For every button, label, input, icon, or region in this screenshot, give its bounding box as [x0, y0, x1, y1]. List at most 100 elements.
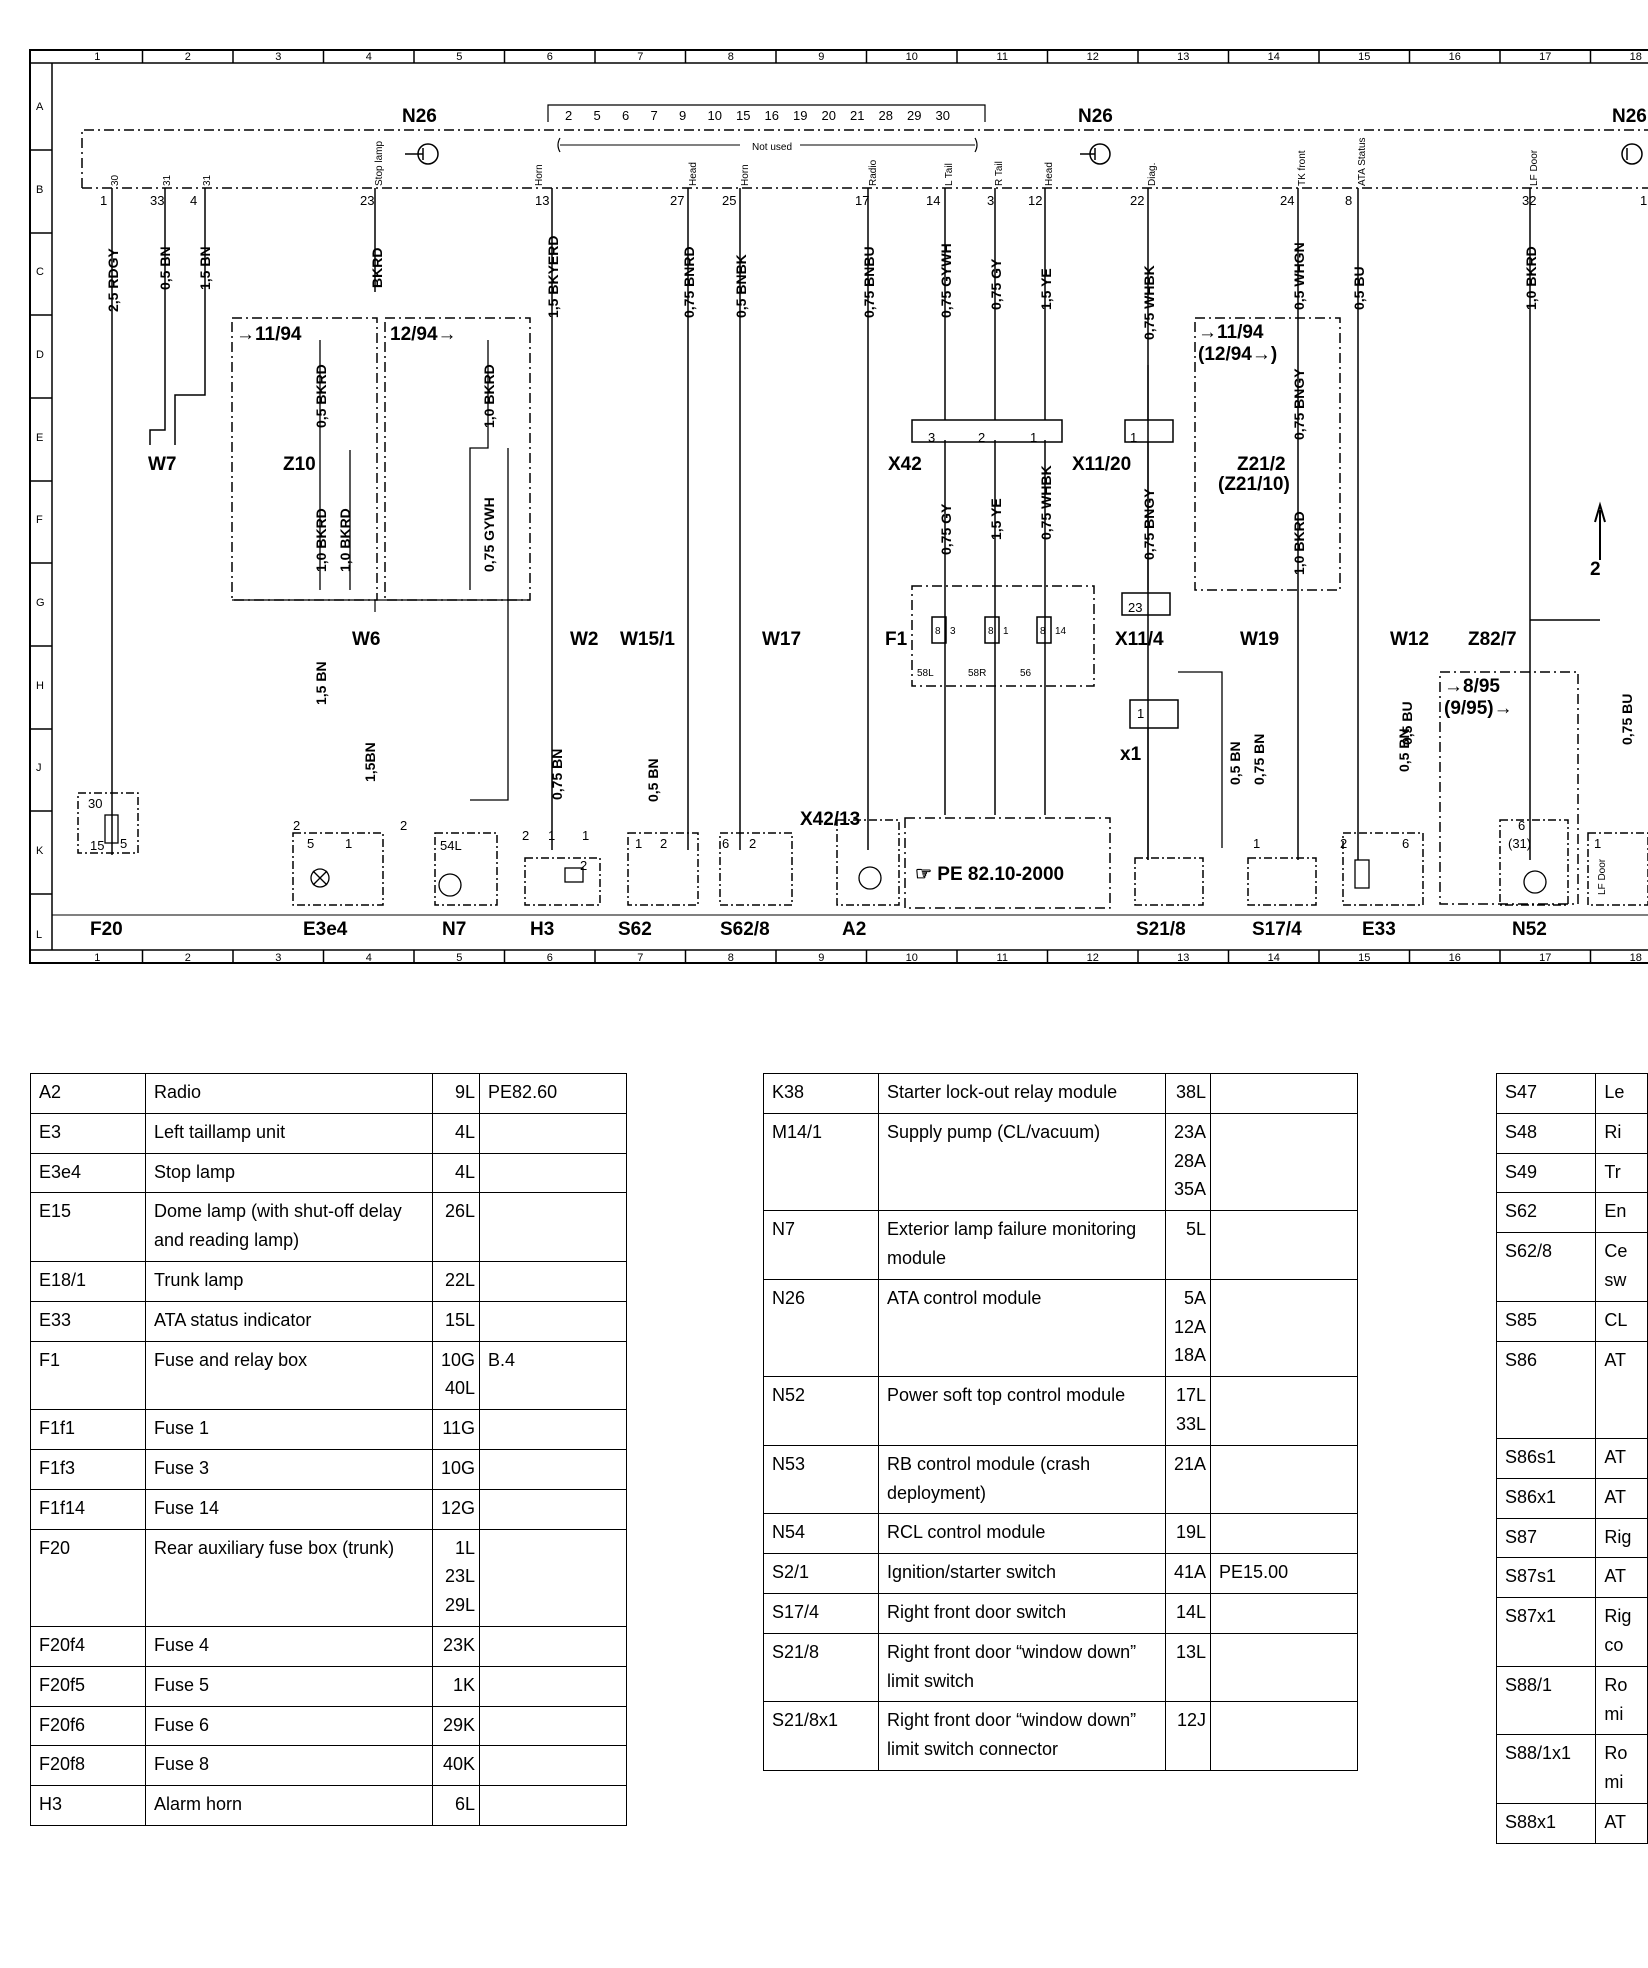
connector-pin: 54L — [440, 838, 462, 853]
legend-location: 12J — [1164, 1701, 1212, 1771]
legend-code: K38 — [763, 1073, 879, 1114]
legend-location-line: 5L — [1186, 1219, 1207, 1240]
legend-reference — [1210, 1376, 1359, 1446]
legend-location: 19L — [1164, 1513, 1212, 1555]
pin-function-label: Stop lamp — [374, 141, 385, 186]
legend-location-line: 17L — [1175, 1385, 1207, 1406]
legend-description-line: Left taillamp unit — [154, 1121, 286, 1142]
connector-pin: 1 — [1253, 836, 1260, 851]
legend-description: Alarm horn — [145, 1785, 433, 1826]
grid-column-label: 3 — [275, 51, 281, 63]
pin-function-label: Horn — [740, 164, 751, 186]
wire-color-label: 0,5 BU — [1399, 701, 1415, 745]
grid-column-label: 15 — [1358, 51, 1370, 63]
legend-code: S21/8 — [763, 1632, 879, 1703]
grid-column-label: 9 — [818, 952, 824, 964]
module-pin: 8 — [1345, 193, 1352, 208]
date-range-box — [1194, 317, 1341, 591]
module-pin: 1 — [1640, 193, 1647, 208]
component-label: S62/8 — [720, 919, 770, 940]
legend-description-line: Le — [1604, 1082, 1625, 1102]
legend-location-line: 5A — [1184, 1287, 1207, 1308]
legend-reference — [1210, 1210, 1359, 1280]
grid-row-label: G — [36, 597, 45, 609]
connector-pin: 2 — [978, 430, 985, 445]
date-range-label: →11/94 — [1198, 322, 1264, 343]
legend-code: E15 — [30, 1192, 146, 1262]
legend-location-line: 10G — [441, 1457, 476, 1478]
pin-function-label: Radio — [868, 159, 879, 186]
legend-description: Trunk lamp — [145, 1260, 433, 1302]
n26-transistor-symbol — [405, 143, 439, 165]
wire-color-label: 0,75 BNGY — [1141, 488, 1157, 560]
grid-column-label: 8 — [728, 51, 734, 63]
pin-function-label: Horn — [534, 164, 545, 186]
wire-color-label: 1,5 BN — [197, 246, 213, 290]
legend-location-line: 33L — [1175, 1413, 1207, 1434]
legend-code: S87s1 — [1495, 1557, 1597, 1599]
legend-description: Fuse 3 — [145, 1448, 433, 1490]
component-label: W15/1 — [620, 629, 675, 650]
wire-color-label: 0,75 GY — [988, 258, 1004, 310]
legend-code: M14/1 — [763, 1112, 879, 1212]
not-used-pin: 10 — [708, 108, 722, 123]
legend-reference — [1210, 1112, 1359, 1212]
legend-code: F1f14 — [30, 1488, 146, 1530]
legend-location: 6L — [431, 1785, 481, 1826]
legend-description-line: limit switch connector — [887, 1739, 1059, 1760]
fuse-box-pin: 8 — [988, 626, 994, 637]
wire-color-label: 0,5 BN — [1227, 741, 1243, 785]
pin-function-label: Head — [1044, 162, 1055, 186]
legend-location-line: 18A — [1174, 1345, 1207, 1366]
legend-code: S86s1 — [1495, 1437, 1597, 1479]
x42-connector — [911, 419, 1063, 443]
legend-reference — [1210, 1701, 1359, 1771]
legend-description-line: ATA control module — [887, 1287, 1042, 1308]
component-label: X11/4 — [1115, 629, 1164, 650]
pin-function-label: ATA Status — [1357, 137, 1368, 186]
legend-description-line: Ro — [1604, 1743, 1628, 1764]
legend-description-line: CL — [1604, 1309, 1628, 1330]
legend-description: Radio — [145, 1073, 433, 1114]
legend-description: Fuse 6 — [145, 1705, 433, 1747]
legend-description-line: Ri — [1604, 1121, 1622, 1142]
legend-code: F1 — [30, 1340, 146, 1411]
legend-description-line: AT — [1604, 1446, 1627, 1467]
legend-code: S48 — [1495, 1112, 1597, 1154]
legend-location: 9L — [431, 1073, 481, 1114]
component-label: x1 — [1120, 744, 1142, 765]
grid-column-label: 12 — [1087, 51, 1099, 63]
legend-location: 4L — [431, 1112, 481, 1154]
legend-reference — [1210, 1632, 1359, 1703]
legend-code: S88/1 — [1495, 1665, 1597, 1736]
grid-row-label: E — [36, 432, 43, 444]
component-label: X42 — [888, 454, 922, 475]
pe-reference-label: ☞ PE 82.10-2000 — [915, 864, 1064, 885]
legend-code: S86x1 — [1495, 1477, 1597, 1519]
legend-description-line — [1604, 1374, 1639, 1403]
component-label: A2 — [842, 919, 866, 940]
pin-function-label: TK front — [1297, 150, 1308, 186]
legend-description-line: and reading lamp) — [154, 1230, 300, 1251]
connector-pin: 2 — [660, 836, 667, 851]
legend-location: 23K — [431, 1625, 481, 1667]
legend-description-line: mi — [1604, 1772, 1624, 1793]
legend-description: Right front door “window down”limit swit… — [878, 1701, 1166, 1771]
connector-pin: 15 — [90, 838, 104, 853]
grid-column-label: 11 — [997, 952, 1008, 964]
connector-pin: 1 — [582, 828, 589, 843]
legend-description: Fuse 8 — [145, 1745, 433, 1787]
wire-color-label: 0,75 BNGY — [1291, 368, 1307, 440]
component-label: S21/8 — [1136, 919, 1186, 940]
not-used-pin: 9 — [679, 108, 686, 123]
component-label: W7 — [148, 454, 177, 475]
